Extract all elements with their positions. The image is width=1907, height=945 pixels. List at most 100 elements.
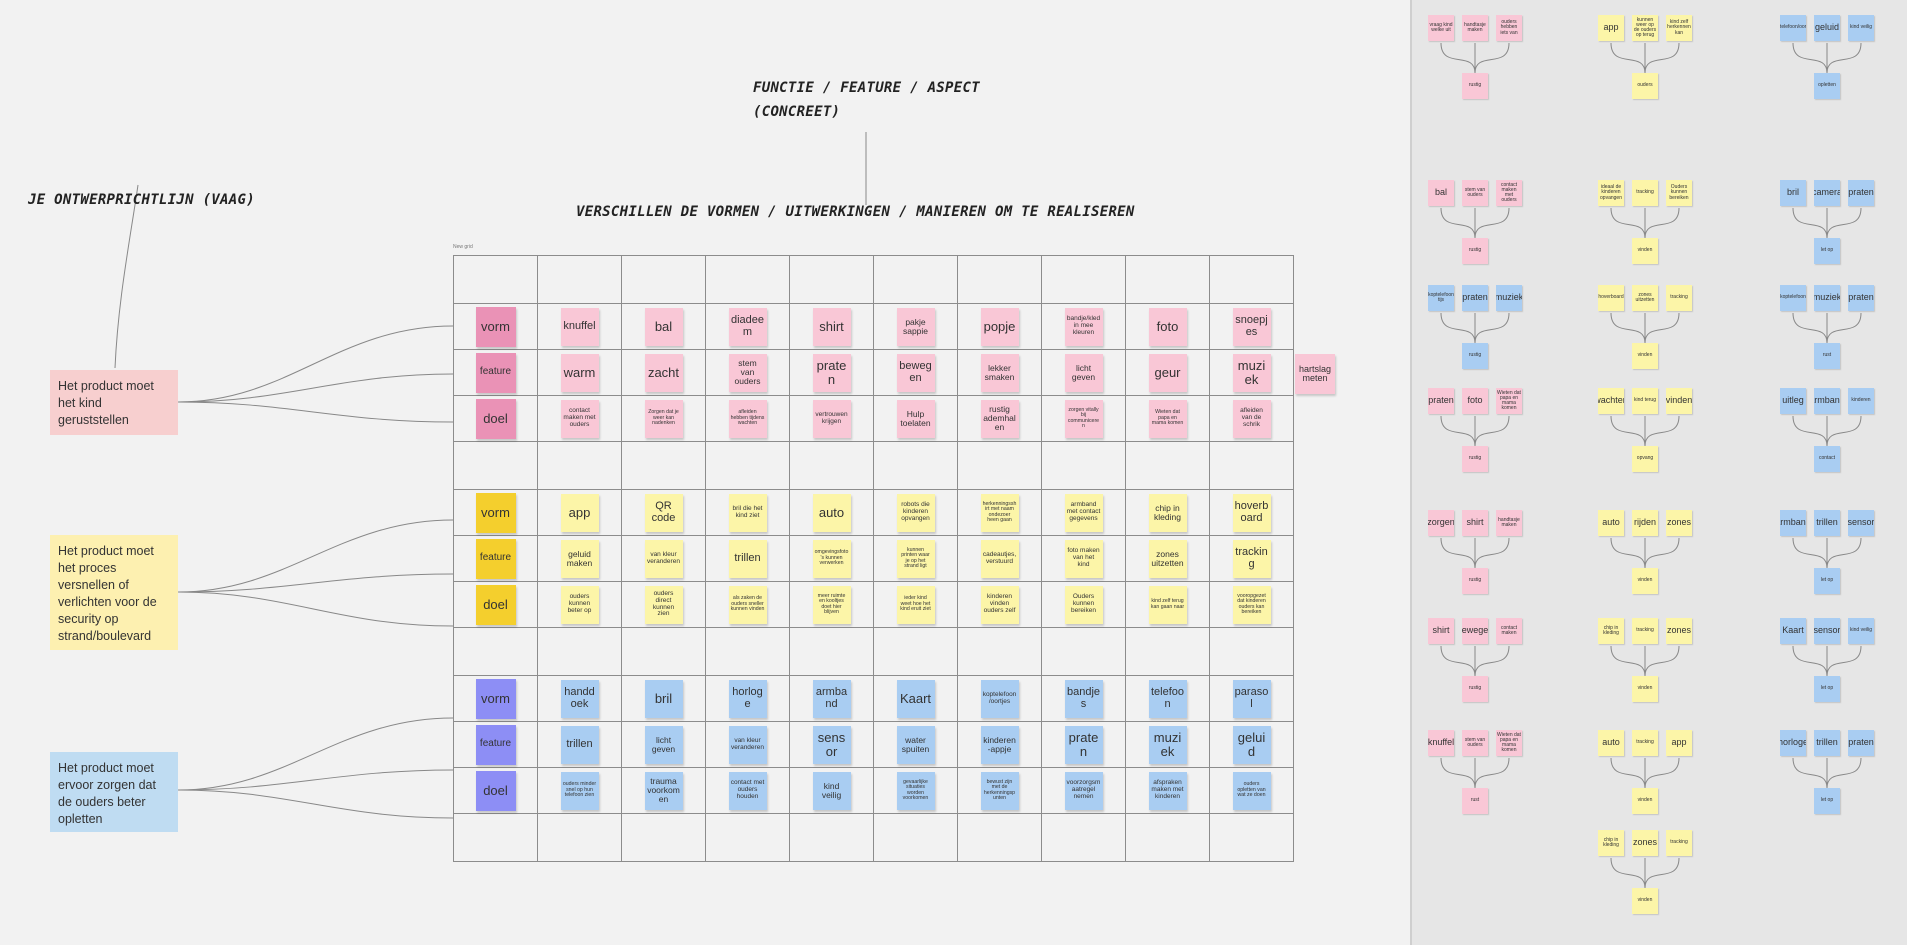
mini-sticky-note[interactable]: Wieten dat papa en mama komen <box>1496 388 1522 414</box>
row-label-feature[interactable]: feature <box>475 538 516 579</box>
grid-cell[interactable] <box>538 256 622 304</box>
mini-sticky-note[interactable]: Wieten dat papa en mama komen <box>1496 730 1522 756</box>
mini-sticky-note[interactable]: chip in kleding <box>1598 830 1624 856</box>
grid-cell[interactable]: feature <box>454 722 538 768</box>
mini-sticky-note[interactable]: auto <box>1598 730 1624 756</box>
mini-sticky-note[interactable]: vinden <box>1632 676 1658 702</box>
grid-cell[interactable] <box>538 442 622 490</box>
grid-cell[interactable]: afleiden van de schrik <box>1210 396 1294 442</box>
grid-cell[interactable]: ieder kind weet hoe het kind eruit ziet <box>874 582 958 628</box>
mini-sticky-note[interactable]: praten <box>1848 285 1874 311</box>
sticky-note[interactable]: kind zelf terug kan gaan naar <box>1148 585 1187 624</box>
grid-cell[interactable]: bril <box>622 676 706 722</box>
sticky-note[interactable]: ieder kind weet hoe het kind eruit ziet <box>896 585 935 624</box>
grid-cell[interactable] <box>454 814 538 862</box>
mini-sticky-note[interactable]: trillen <box>1814 730 1840 756</box>
grid-cell[interactable]: Ouders kunnen bereiken <box>1042 582 1126 628</box>
grid-cell[interactable]: snoepjes <box>1210 304 1294 350</box>
sticky-note[interactable]: koptelefoon/oortjes <box>980 679 1019 718</box>
mini-sticky-note[interactable]: rustig <box>1462 73 1488 99</box>
grid-cell[interactable]: kinderen-appje <box>958 722 1042 768</box>
row-label-doel[interactable]: doel <box>475 398 516 439</box>
sticky-note[interactable]: praten <box>1064 725 1103 764</box>
goal-note-reassure-child[interactable]: Het product moet het kind geruststellen <box>50 370 178 435</box>
mini-sticky-note[interactable]: zones <box>1666 510 1692 536</box>
mini-sticky-note[interactable]: rustig <box>1462 676 1488 702</box>
grid-cell[interactable] <box>454 442 538 490</box>
mini-sticky-note[interactable]: wachten <box>1598 388 1624 414</box>
grid-cell[interactable] <box>1126 256 1210 304</box>
mini-sticky-note[interactable]: app <box>1598 15 1624 41</box>
mini-sticky-note[interactable]: kind veilig <box>1848 15 1874 41</box>
sticky-note[interactable]: trillen <box>560 725 599 764</box>
grid-cell[interactable]: knuffel <box>538 304 622 350</box>
sticky-note[interactable]: water spuiten <box>896 725 935 764</box>
grid-cell[interactable] <box>790 814 874 862</box>
grid-cell[interactable]: licht geven <box>622 722 706 768</box>
grid-cell[interactable]: stem van ouders <box>706 350 790 396</box>
sticky-note[interactable]: praten <box>812 353 851 392</box>
sticky-note[interactable]: kind veilig <box>812 771 851 810</box>
mini-sticky-note[interactable]: armband <box>1780 510 1806 536</box>
grid-cell[interactable]: ouders opletten van wat ze doen <box>1210 768 1294 814</box>
sticky-note[interactable]: stem van ouders <box>728 353 767 392</box>
sticky-note[interactable]: van kleur veranderen <box>644 539 683 578</box>
sticky-note[interactable]: van kleur veranderen <box>728 725 767 764</box>
row-label-feature[interactable]: feature <box>475 352 516 393</box>
mini-sticky-note[interactable]: Ouders kunnen bereiken <box>1666 180 1692 206</box>
grid-cell[interactable]: armband met contact gegevens <box>1042 490 1126 536</box>
mini-sticky-note[interactable]: zones uitzetten <box>1632 285 1658 311</box>
sticky-note[interactable]: shirt <box>812 307 851 346</box>
mini-sticky-note[interactable]: sensor <box>1848 510 1874 536</box>
sticky-note[interactable]: Kaart <box>896 679 935 718</box>
sticky-note[interactable]: cadeautjes, verstuurd <box>980 539 1019 578</box>
grid-cell[interactable]: tracking <box>1210 536 1294 582</box>
grid-cell[interactable] <box>790 256 874 304</box>
grid-cell[interactable]: herkenningsshirt met naam ondezoer heen … <box>958 490 1042 536</box>
grid-cell[interactable]: geluid maken <box>538 536 622 582</box>
sticky-note[interactable]: pakje sappie <box>896 307 935 346</box>
mini-sticky-note[interactable]: tracking <box>1666 285 1692 311</box>
grid-cell[interactable] <box>1210 814 1294 862</box>
sticky-note[interactable]: trauma voorkomen <box>644 771 683 810</box>
sticky-note[interactable]: trillen <box>728 539 767 578</box>
row-label-doel[interactable]: doel <box>475 584 516 625</box>
mini-sticky-note[interactable]: tracking <box>1632 180 1658 206</box>
grid-cell[interactable]: foto maken van het kind <box>1042 536 1126 582</box>
grid-cell[interactable]: robots die kinderen opvangen <box>874 490 958 536</box>
sticky-note[interactable]: chip in kleding <box>1148 493 1187 532</box>
mini-sticky-note[interactable]: vinden <box>1632 888 1658 914</box>
mini-sticky-note[interactable]: praten <box>1462 285 1488 311</box>
sticky-note[interactable]: omgevingsfoto's kunnen verwerken <box>812 539 851 578</box>
sticky-note[interactable]: zorgen vitally bij communiceren <box>1064 399 1103 438</box>
sticky-note[interactable]: parasol <box>1232 679 1271 718</box>
grid-cell[interactable]: geur <box>1126 350 1210 396</box>
mini-sticky-note[interactable]: muziek <box>1496 285 1522 311</box>
grid-cell[interactable]: lekker smaken <box>958 350 1042 396</box>
mini-sticky-note[interactable]: rustig <box>1462 343 1488 369</box>
grid-cell[interactable] <box>1042 628 1126 676</box>
grid-cell[interactable]: feature <box>454 350 538 396</box>
sticky-note[interactable]: diadeem <box>728 307 767 346</box>
row-label-vorm[interactable]: vorm <box>475 492 516 533</box>
grid-cell[interactable]: geluid <box>1210 722 1294 768</box>
grid-cell[interactable]: doel <box>454 582 538 628</box>
grid-cell[interactable]: rustig ademhalen <box>958 396 1042 442</box>
grid-cell[interactable]: armband <box>790 676 874 722</box>
grid-cell[interactable] <box>706 814 790 862</box>
sticky-note[interactable]: bril <box>644 679 683 718</box>
sticky-note[interactable]: ouders kunnen beter op <box>560 585 599 624</box>
grid-cell[interactable]: kind veilig <box>790 768 874 814</box>
sticky-note[interactable]: robots die kinderen opvangen <box>896 493 935 532</box>
sticky-note[interactable]: Wieten dat papa en mama komen <box>1148 399 1187 438</box>
grid-cell[interactable]: trauma voorkomen <box>622 768 706 814</box>
grid-cell[interactable] <box>622 442 706 490</box>
grid-cell[interactable] <box>1126 442 1210 490</box>
grid-cell[interactable]: auto <box>790 490 874 536</box>
mini-sticky-note[interactable]: tracking <box>1632 730 1658 756</box>
mini-sticky-note[interactable]: rustig <box>1462 446 1488 472</box>
mini-sticky-note[interactable]: zones <box>1666 618 1692 644</box>
grid-cell[interactable]: muziek <box>1210 350 1294 396</box>
grid-cell[interactable] <box>874 628 958 676</box>
sticky-note[interactable]: bewust zijn met de herkenningspunten <box>980 771 1019 810</box>
